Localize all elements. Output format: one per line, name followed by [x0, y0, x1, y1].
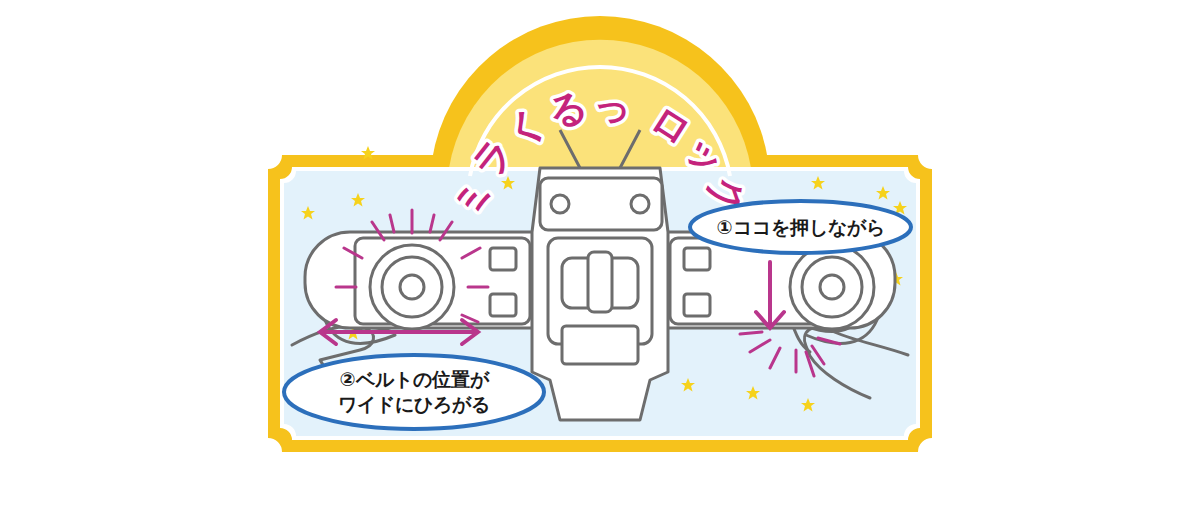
oval-outline [284, 355, 544, 429]
callout-text: ①ココを押しながら [716, 215, 884, 240]
callout-oval: ①ココを押しながら [690, 201, 911, 253]
title-text: ミラくるっ ロック [445, 82, 755, 223]
oval-outline [690, 201, 911, 253]
action-arrows [320, 262, 784, 344]
sign-frame [268, 16, 932, 452]
title-text: ミラくるっ ロック [445, 82, 755, 223]
oval-outline [284, 355, 544, 429]
callout-oval: ②ベルトの位置が ワイドにひろがる [284, 355, 544, 429]
callout-text: ②ベルトの位置が ワイドにひろがる [328, 367, 500, 416]
buckle-center-plate [532, 130, 668, 420]
